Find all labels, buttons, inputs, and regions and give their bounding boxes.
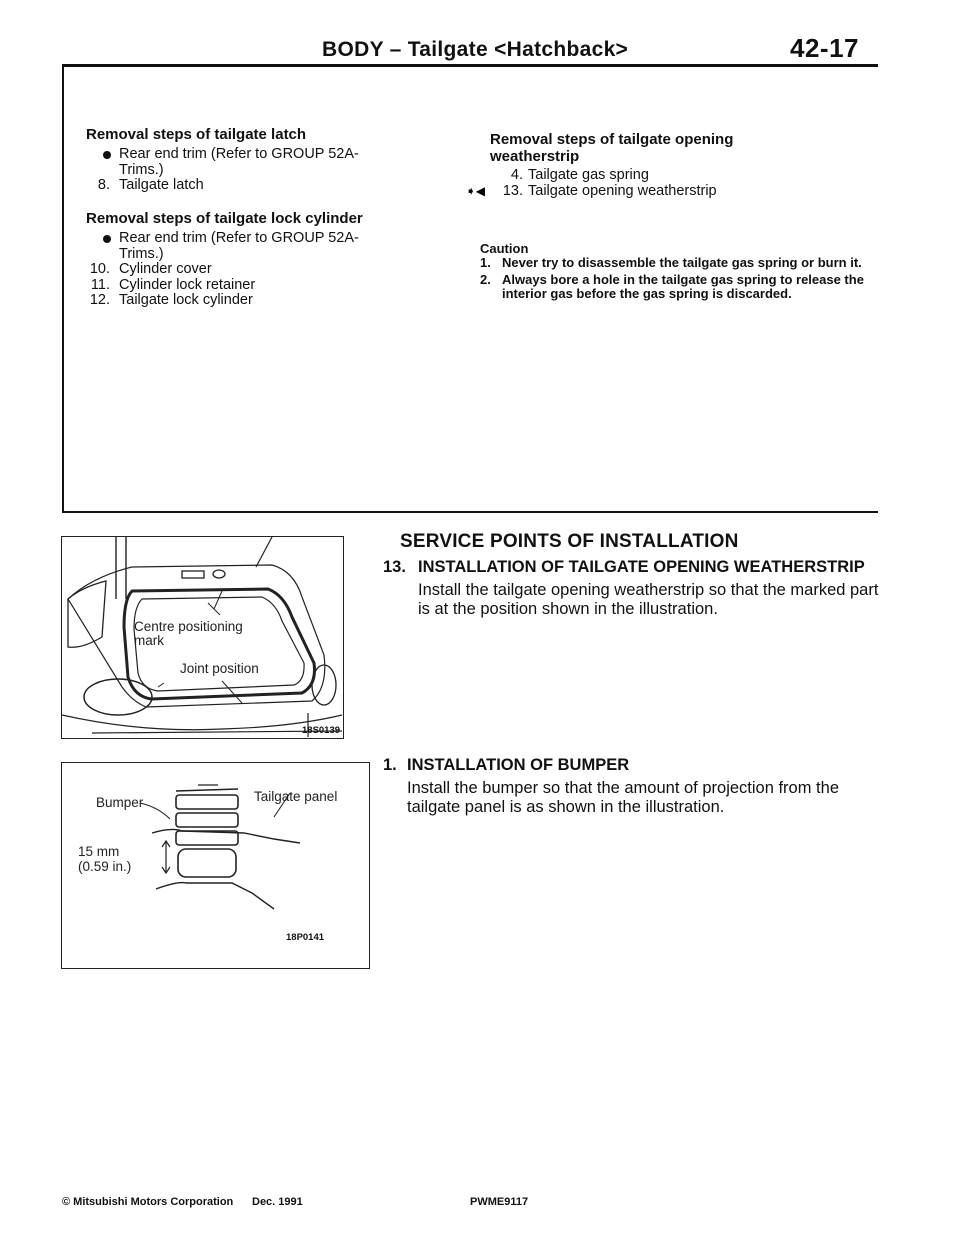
service-section-heading: 13. INSTALLATION OF TAILGATE OPENING WEA… xyxy=(383,558,883,577)
service-section-num: 13. xyxy=(383,558,406,576)
weatherstrip-illustration: Centre positioning mark Joint position 1… xyxy=(61,536,344,739)
lock-cylinder-title: Removal steps of tailgate lock cylinder xyxy=(86,210,363,227)
caution-item-num: 2. xyxy=(480,272,491,287)
bumper-illustration: Bumper Tailgate panel 15 mm (0.59 in.) 1… xyxy=(61,762,370,969)
lock-cylinder-item-text: Cylinder cover xyxy=(119,261,212,277)
caution-item-text: Always bore a hole in the tailgate gas s… xyxy=(502,272,864,301)
page-title: BODY – Tailgate <Hatchback> xyxy=(322,38,629,61)
lock-cylinder-bullet-text: Rear end trim (Refer to GROUP 52A-Trims.… xyxy=(119,230,359,262)
bumper-drawing: Bumper Tailgate panel 15 mm (0.59 in.) 1… xyxy=(78,784,337,943)
centre-mark-label: Centre positioning xyxy=(134,619,243,634)
weatherstrip-item-text: Tailgate gas spring xyxy=(528,167,649,183)
service-section: 1. INSTALLATION OF BUMPER Install the bu… xyxy=(383,756,883,817)
lock-cylinder-item: 11. Cylinder lock retainer xyxy=(86,276,416,294)
removal-box-left-border xyxy=(62,67,64,512)
service-reference-marker-icon: ➧◀ xyxy=(465,183,485,198)
caution-title: Caution xyxy=(480,241,529,256)
service-section-heading: 1. INSTALLATION OF BUMPER xyxy=(383,756,883,775)
service-section-num: 1. xyxy=(383,756,397,774)
bullet-dot xyxy=(103,235,111,243)
service-section: 13. INSTALLATION OF TAILGATE OPENING WEA… xyxy=(383,558,883,619)
lock-cylinder-item-text: Cylinder lock retainer xyxy=(119,276,256,293)
dimension-label-line2: (0.59 in.) xyxy=(78,859,131,874)
lock-cylinder-section: Removal steps of tailgate lock cylinder … xyxy=(86,210,416,309)
service-section-body: Install the bumper so that the amount of… xyxy=(407,779,839,816)
caution-item: 2. Always bore a hole in the tailgate ga… xyxy=(480,273,880,301)
figure-code: 18S0139 xyxy=(302,725,340,736)
figure-code: 18P0141 xyxy=(286,932,325,943)
page-number: 42-17 xyxy=(790,33,859,63)
centre-mark-label-line2: mark xyxy=(134,633,164,648)
lock-cylinder-item: 12. Tailgate lock cylinder xyxy=(86,292,416,309)
car-rear-drawing: Centre positioning mark Joint position 1… xyxy=(61,536,343,737)
service-section-heading-text: INSTALLATION OF BUMPER xyxy=(407,756,630,774)
service-section-heading-text: INSTALLATION OF TAILGATE OPENING WEATHER… xyxy=(418,558,865,576)
service-points-title: SERVICE POINTS OF INSTALLATION xyxy=(400,531,739,552)
caution-item-text: Never try to disassemble the tailgate ga… xyxy=(502,255,862,270)
service-section-body: Install the tailgate opening weatherstri… xyxy=(418,581,879,618)
latch-item-text: Tailgate latch xyxy=(119,177,204,193)
weatherstrip-title: Removal steps of tailgate opening weathe… xyxy=(490,131,734,165)
latch-bullet-item: Rear end trim (Refer to GROUP 52A-Trims.… xyxy=(86,146,416,178)
weatherstrip-item: 4. Tailgate gas spring xyxy=(490,167,790,184)
lock-cylinder-item-text: Tailgate lock cylinder xyxy=(119,292,253,308)
lock-cylinder-bullet-item: Rear end trim (Refer to GROUP 52A-Trims.… xyxy=(86,230,416,262)
footer-doc-code: PWME9117 xyxy=(470,1196,529,1208)
joint-position-label: Joint position xyxy=(180,661,259,676)
lock-cylinder-item-num: 11. xyxy=(90,276,110,293)
lock-cylinder-item-num: 12. xyxy=(89,292,110,308)
latch-item: 8. Tailgate latch xyxy=(86,177,416,194)
caution-item-num: 1. xyxy=(480,255,491,270)
latch-item-num: 8. xyxy=(97,177,110,193)
weatherstrip-section: Removal steps of tailgate opening weathe… xyxy=(466,131,790,200)
lock-cylinder-item-num: 10. xyxy=(89,261,110,277)
caution-block: Caution 1. Never try to disassemble the … xyxy=(480,242,880,301)
footer-copyright: © Mitsubishi Motors Corporation xyxy=(62,1196,234,1208)
lock-cylinder-item: 10. Cylinder cover xyxy=(86,261,416,278)
removal-box-bottom-border xyxy=(62,511,878,513)
caution-item: 1. Never try to disassemble the tailgate… xyxy=(480,256,880,270)
header-rule xyxy=(62,64,878,67)
dimension-label: 15 mm xyxy=(78,844,119,859)
weatherstrip-item-text: Tailgate opening weatherstrip xyxy=(528,182,717,199)
latch-section: Removal steps of tailgate latch Rear end… xyxy=(86,126,416,194)
weatherstrip-item-num: 4. xyxy=(510,167,523,183)
bullet-dot xyxy=(103,151,111,159)
footer-date: Dec. 1991 xyxy=(252,1196,303,1208)
bumper-label: Bumper xyxy=(96,795,144,810)
weatherstrip-item-num: 13. xyxy=(502,182,523,199)
latch-bullet-text: Rear end trim (Refer to GROUP 52A-Trims.… xyxy=(119,146,359,178)
weatherstrip-item: ➧◀ 13. Tailgate opening weatherstrip xyxy=(466,182,790,200)
tailgate-panel-label: Tailgate panel xyxy=(254,789,337,804)
latch-title: Removal steps of tailgate latch xyxy=(86,126,307,143)
